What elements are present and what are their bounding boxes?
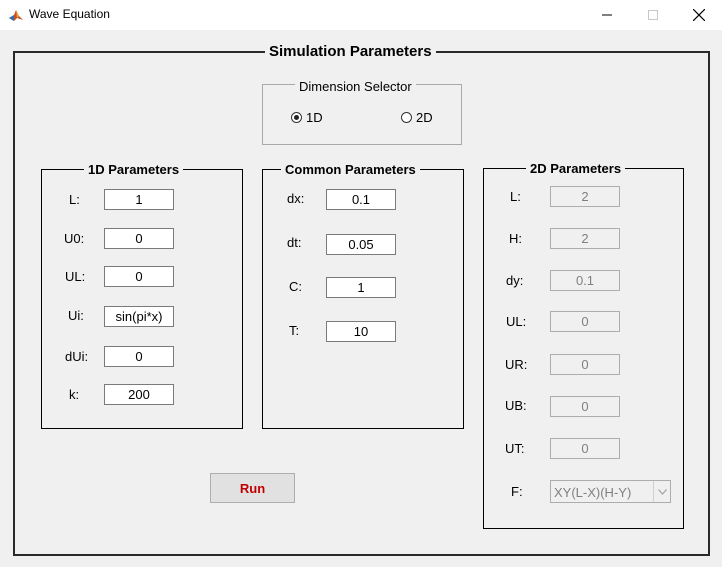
common-label-t: T: (289, 323, 300, 338)
param-1d-ui-input[interactable] (104, 306, 174, 327)
radio-1d-label: 1D (306, 110, 323, 125)
param-2d-h-input[interactable] (550, 228, 620, 249)
param-2d-label-ur: UR: (505, 357, 528, 372)
param-2d-label-f: F: (511, 484, 523, 499)
param-1d-dui-input[interactable] (104, 346, 174, 367)
close-button[interactable] (676, 0, 722, 30)
minimize-button[interactable] (584, 0, 630, 30)
param-1d-k-input[interactable] (104, 384, 174, 405)
common-label-c: C: (289, 279, 302, 294)
common-c-input[interactable] (326, 277, 396, 298)
common-dt-input[interactable] (326, 234, 396, 255)
radio-1d[interactable]: 1D (291, 110, 323, 125)
param-1d-label-k: k: (69, 387, 80, 402)
dimension-selector-title: Dimension Selector (295, 79, 416, 94)
param-2d-label-dy: dy: (506, 273, 524, 288)
params-2d-panel: 2D Parameters L: H: dy: UL: UR: UB: UT: … (483, 161, 684, 529)
params-1d-title: 1D Parameters (84, 162, 184, 177)
param-2d-ul-input[interactable] (550, 311, 620, 332)
param-1d-label-ui: Ui: (68, 308, 84, 323)
param-1d-u0-input[interactable] (104, 228, 174, 249)
chevron-down-icon (657, 488, 667, 495)
simulation-parameters-title: Simulation Parameters (265, 43, 436, 60)
param-1d-label-ul: UL: (65, 269, 86, 284)
common-dx-input[interactable] (326, 189, 396, 210)
common-t-input[interactable] (326, 321, 396, 342)
title-bar: Wave Equation (0, 0, 722, 30)
run-button[interactable]: Run (210, 473, 295, 503)
param-1d-label-dui: dUi: (65, 349, 89, 364)
param-2d-label-ub: UB: (505, 398, 527, 413)
simulation-parameters-panel: Simulation Parameters (13, 43, 710, 556)
param-2d-label-ut: UT: (505, 441, 525, 456)
param-2d-ut-input[interactable] (550, 438, 620, 459)
minimize-icon (602, 14, 612, 16)
radio-2d-label: 2D (416, 110, 433, 125)
close-icon (693, 9, 705, 21)
function-select[interactable]: XY(L-X)(H-Y) (550, 480, 671, 503)
params-2d-title: 2D Parameters (526, 161, 626, 176)
common-params-title: Common Parameters (281, 162, 420, 177)
param-2d-ur-input[interactable] (550, 354, 620, 375)
dimension-selector-panel: Dimension Selector 1D 2D (262, 79, 462, 145)
common-params-panel: Common Parameters dx: dt: C: T: (262, 162, 464, 429)
window-title: Wave Equation (29, 7, 110, 21)
radio-2d[interactable]: 2D (401, 110, 433, 125)
param-2d-ub-input[interactable] (550, 396, 620, 417)
maximize-icon (648, 10, 658, 20)
param-1d-ul-input[interactable] (104, 266, 174, 287)
radio-2d-indicator (401, 112, 412, 123)
params-1d-panel: 1D Parameters L: U0: UL: Ui: dUi: k: (41, 162, 243, 429)
param-1d-l-input[interactable] (104, 189, 174, 210)
param-2d-dy-input[interactable] (550, 270, 620, 291)
matlab-app-icon (8, 7, 24, 23)
radio-1d-indicator (291, 112, 302, 123)
param-2d-label-h: H: (509, 231, 522, 246)
common-label-dt: dt: (287, 235, 302, 250)
param-1d-label-u0: U0: (64, 231, 85, 246)
function-select-arrow (653, 481, 670, 502)
common-label-dx: dx: (287, 191, 305, 206)
param-1d-label-l: L: (69, 192, 80, 207)
function-select-value: XY(L-X)(H-Y) (554, 485, 632, 500)
param-2d-l-input[interactable] (550, 186, 620, 207)
param-2d-label-l: L: (510, 189, 521, 204)
param-2d-label-ul: UL: (506, 314, 527, 329)
maximize-button[interactable] (630, 0, 676, 30)
